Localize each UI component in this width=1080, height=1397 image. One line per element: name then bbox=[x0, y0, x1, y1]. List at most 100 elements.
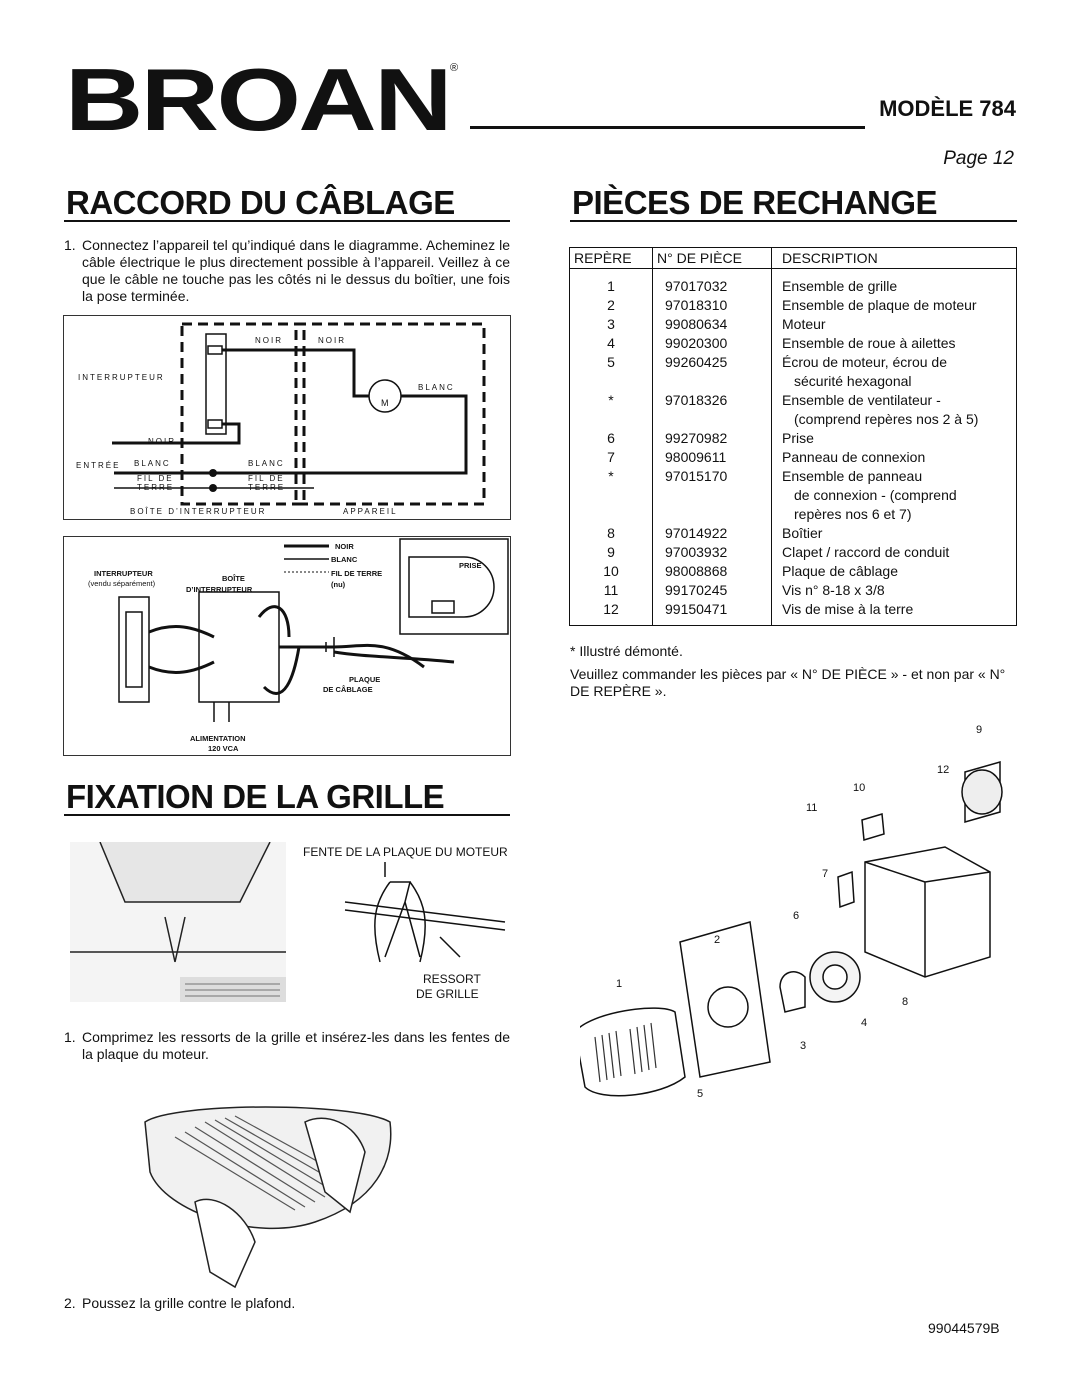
grille-photo-1 bbox=[70, 842, 286, 1002]
wiring-pictorial bbox=[63, 536, 511, 756]
callout-number: 9 bbox=[976, 724, 983, 736]
label-de-grille: DE GRILLE bbox=[416, 987, 479, 1001]
label-appareil: APPAREIL bbox=[343, 507, 398, 516]
repere-cell: 1 bbox=[569, 268, 653, 296]
grille-title: FIXATION DE LA GRILLE bbox=[66, 778, 445, 815]
numero-cell bbox=[652, 372, 772, 391]
registered-mark: ® bbox=[450, 62, 459, 74]
col-description: DESCRIPTION bbox=[782, 250, 878, 266]
parts-rule bbox=[570, 220, 1017, 222]
callout-number: 7 bbox=[822, 868, 829, 880]
callout-number: 2 bbox=[714, 934, 721, 946]
grille-push-illustration bbox=[144, 1106, 392, 1289]
numero-cell: 98008868 bbox=[652, 562, 772, 581]
parts-title: PIÈCES DE RECHANGE bbox=[572, 184, 938, 221]
label-blanc-2: BLANC bbox=[248, 459, 285, 468]
col-numero: N° DE PIÈCE bbox=[652, 247, 772, 269]
legend-nu: (nu) bbox=[331, 580, 346, 589]
label-blanc-motor: BLANC bbox=[418, 383, 455, 392]
callout-number: 4 bbox=[861, 1017, 868, 1029]
exploded-parts-view bbox=[580, 761, 1003, 1097]
description-cell: Moteur bbox=[782, 316, 826, 332]
numero-cell bbox=[652, 486, 772, 505]
description-cell: Boîtier bbox=[782, 525, 823, 541]
description-cell: (comprend repères nos 2 à 5) bbox=[794, 411, 979, 427]
label-plaque-1: PLAQUE bbox=[349, 675, 381, 684]
label-plaque-2: DE CÂBLAGE bbox=[323, 685, 373, 694]
label-terre-1: TERRE bbox=[137, 483, 175, 492]
numero-cell: 99020300 bbox=[652, 334, 772, 353]
wiring-step1: 1. Connectez l’appareil tel qu’indiqué d… bbox=[64, 237, 510, 304]
label-noir-1: NOIR bbox=[255, 336, 283, 345]
repere-cell: 6 bbox=[569, 429, 653, 448]
description-cell: Écrou de moteur, écrou de bbox=[782, 354, 947, 370]
repere-cell: 12 bbox=[569, 600, 653, 626]
callout-number: 12 bbox=[937, 764, 950, 776]
label-prise: PRISE bbox=[459, 561, 482, 570]
repere-cell: 5 bbox=[569, 353, 653, 372]
callout-number: 1 bbox=[616, 978, 623, 990]
repere-cell: 3 bbox=[569, 315, 653, 334]
label-ressort: RESSORT bbox=[423, 972, 481, 986]
numero-cell: 99080634 bbox=[652, 315, 772, 334]
svg-text:BROAN: BROAN bbox=[65, 60, 450, 140]
label-entree: ENTRÉE bbox=[76, 461, 121, 470]
motor-symbol: M bbox=[381, 398, 389, 408]
label-noir-2: NOIR bbox=[318, 336, 346, 345]
numero-cell: 97018326 bbox=[652, 391, 772, 410]
repere-cell bbox=[569, 410, 653, 429]
description-cell: Panneau de connexion bbox=[782, 449, 926, 465]
callout-number: 11 bbox=[806, 802, 818, 814]
table-row: sécurité hexagonal bbox=[569, 372, 1017, 391]
parts-order-note: Veuillez commander les pièces par « N° D… bbox=[570, 666, 1006, 699]
repere-cell: 8 bbox=[569, 524, 653, 543]
repere-cell: * bbox=[569, 467, 653, 486]
document-code: 99044579B bbox=[928, 1320, 1000, 1336]
broan-logo: BROAN bbox=[65, 60, 452, 140]
page-number: Page 12 bbox=[943, 148, 1014, 169]
repere-cell bbox=[569, 372, 653, 391]
description-cell: Plaque de câblage bbox=[782, 563, 898, 579]
wiring-title: RACCORD DU CÂBLAGE bbox=[66, 184, 455, 221]
label-noir-entree: NOIR bbox=[148, 437, 176, 446]
description-cell: Prise bbox=[782, 430, 814, 446]
label-boite-1: BOÎTE bbox=[222, 574, 245, 583]
callout-number: 8 bbox=[902, 996, 909, 1008]
numero-cell: 99170245 bbox=[652, 581, 772, 600]
label-alimentation: ALIMENTATION bbox=[190, 734, 246, 743]
label-blanc-1: BLANC bbox=[134, 459, 171, 468]
spring-illustration bbox=[344, 862, 506, 963]
callout-number: 5 bbox=[697, 1088, 704, 1100]
label-vendu: (vendu séparément) bbox=[88, 579, 156, 588]
grille-rule bbox=[64, 814, 510, 816]
label-fente: FENTE DE LA PLAQUE DU MOTEUR bbox=[303, 845, 508, 859]
label-fil-de-2: FIL DE bbox=[248, 474, 285, 483]
description-cell: Ensemble de panneau bbox=[782, 468, 923, 484]
grille-step2: 2. Poussez la grille contre le plafond. bbox=[64, 1295, 296, 1311]
description-cell: Clapet / raccord de conduit bbox=[782, 544, 950, 560]
grille-step1: 1. Comprimez les ressorts de la grille e… bbox=[64, 1029, 510, 1062]
numero-cell: 97017032 bbox=[652, 268, 772, 296]
label-boite-interrupteur: BOÎTE D’INTERRUPTEUR bbox=[130, 507, 267, 516]
wiring-rule bbox=[64, 220, 510, 222]
description-cell: Ensemble de roue à ailettes bbox=[782, 335, 956, 351]
repere-cell: 10 bbox=[569, 562, 653, 581]
label-interrupteur: INTERRUPTEUR bbox=[78, 373, 165, 382]
numero-cell: 99260425 bbox=[652, 353, 772, 372]
numero-cell: 99150471 bbox=[652, 600, 772, 626]
numero-cell bbox=[652, 410, 772, 429]
table-row: de connexion - (comprend bbox=[569, 486, 1017, 505]
description-cell: de connexion - (comprend bbox=[794, 487, 957, 503]
